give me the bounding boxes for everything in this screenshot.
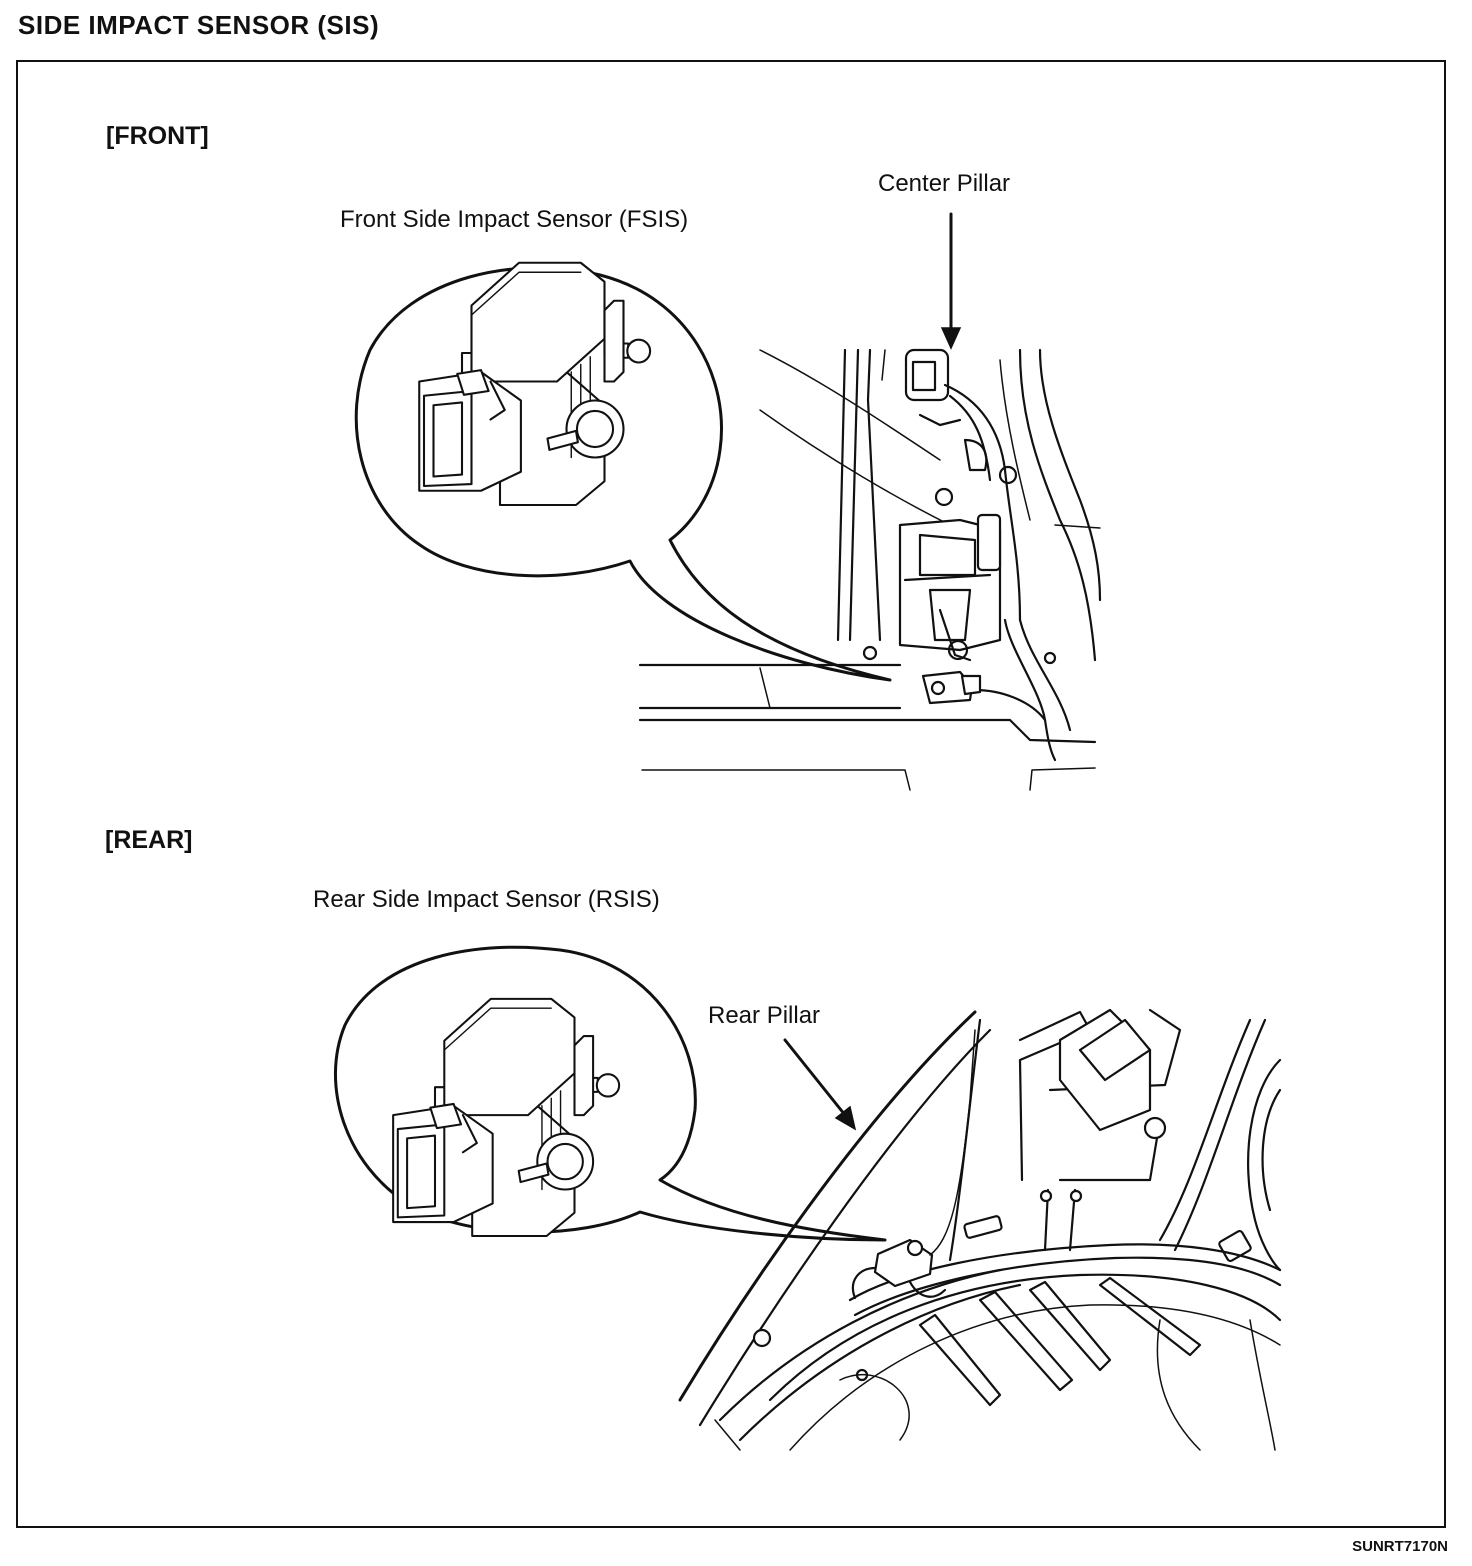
diagram-frame [16,60,1446,1528]
fsis-label: Front Side Impact Sensor (FSIS) [340,206,689,233]
fsis-callout-bubble [354,266,892,682]
rsis-sensor-illustration [392,997,621,1238]
rsis-label: Rear Side Impact Sensor (RSIS) [313,886,660,913]
fsis-sensor-illustration [418,261,652,507]
center-pillar-label: Center Pillar [878,170,1011,197]
rear-body-structure [678,1008,1282,1451]
rear-pillar-label: Rear Pillar [708,1002,821,1029]
document-code: SUNRT7170N [1352,1538,1448,1555]
page-title: SIDE IMPACT SENSOR (SIS) [18,10,380,40]
rear-section-label: [REAR] [105,826,193,854]
front-body-structure [638,348,1102,791]
rear-pillar-arrow [783,1038,847,1117]
front-section-label: [FRONT] [106,122,209,150]
